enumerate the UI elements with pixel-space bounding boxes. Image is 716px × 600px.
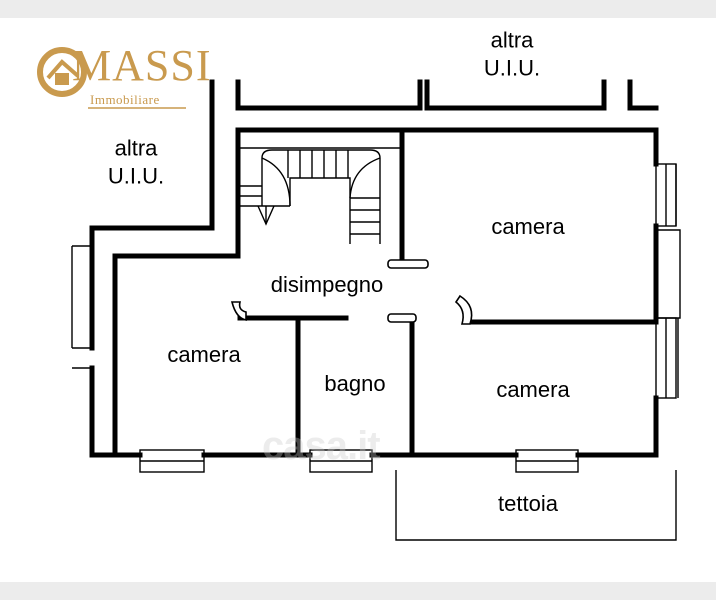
floor-plan: MASSI Immobiliare altra U.I.U. altra U.I… <box>0 18 716 582</box>
staircase <box>238 147 402 244</box>
label-bedroom-top-right: camera <box>491 214 565 239</box>
logo-emblem <box>37 47 186 109</box>
outer-walls <box>89 79 659 458</box>
top-neighbor-walls <box>235 79 659 111</box>
floor-plan-drawing <box>37 47 681 541</box>
right-windows <box>655 163 681 399</box>
door-symbols <box>230 259 473 325</box>
watermark: casa.it <box>262 424 381 468</box>
label-canopy: tettoia <box>498 491 558 516</box>
label-bathroom: bagno <box>324 371 386 396</box>
bottom-windows <box>139 449 579 473</box>
label-bedroom-bottom-right: camera <box>496 377 570 402</box>
left-openings <box>71 245 92 369</box>
logo-tagline: Immobiliare <box>90 92 160 107</box>
label-hall: disimpegno <box>270 272 384 297</box>
label-bedroom-left: camera <box>167 342 241 367</box>
label-top-neighbor: altra U.I.U. <box>483 27 541 81</box>
label-left-neighbor: altra U.I.U. <box>107 135 165 189</box>
interior-walls <box>237 127 659 458</box>
canopy-outline <box>395 470 677 541</box>
logo-name: MASSI <box>72 41 212 90</box>
